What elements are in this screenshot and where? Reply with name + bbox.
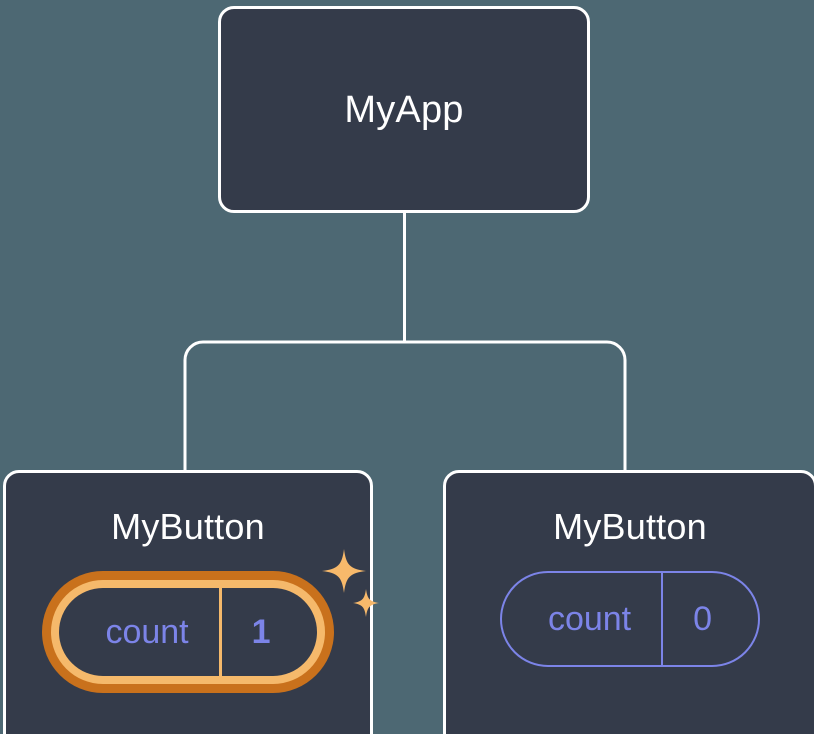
node-mybutton-right-label: MyButton [553,506,707,547]
state-pill-left-wrap: count 1 [42,549,379,693]
state-pill-left[interactable]: count 1 [42,571,334,693]
node-myapp-label: MyApp [344,88,464,131]
state-pill-right-key: count [547,600,632,638]
state-pill-left-ring: count 1 [51,580,325,684]
node-myapp[interactable]: MyApp [218,6,590,213]
state-pill-left-face: count 1 [59,588,317,676]
node-mybutton-left-label: MyButton [111,506,265,547]
state-pill-left-key: count [105,613,189,651]
connector-branch-right [404,340,627,470]
node-mybutton-left[interactable]: MyButton count 1 [3,470,379,734]
state-pill-left-value: 1 [218,588,317,676]
node-mybutton-right[interactable]: MyButton count 0 [443,470,814,734]
state-pill-right-value: 0 [661,573,758,665]
state-pill-right-wrap: count 0 [499,571,761,667]
state-pill-right[interactable]: count 0 [499,571,761,667]
connector-branch-left [183,340,405,470]
